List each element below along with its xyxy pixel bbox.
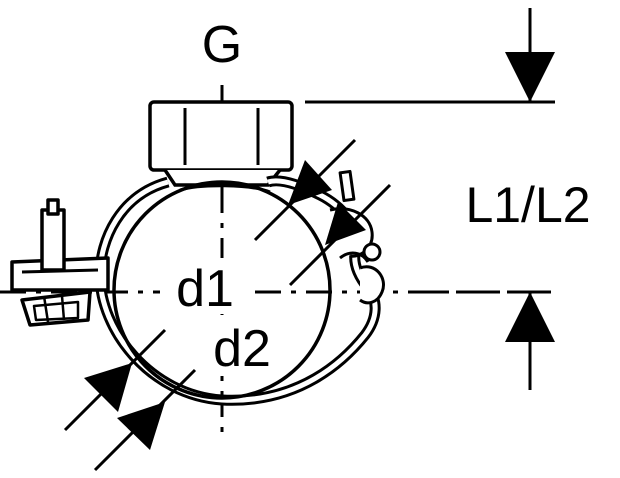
pipe-inner-circle xyxy=(112,180,332,400)
length-dimension xyxy=(305,8,555,390)
left-screw xyxy=(10,198,110,327)
top-arrow xyxy=(505,52,555,102)
bottom-arrow xyxy=(505,292,555,342)
length-label: L1/L2 xyxy=(465,177,590,233)
threaded-socket xyxy=(148,100,294,187)
inner-diameter-label: d1 xyxy=(176,260,234,318)
outer-diameter-label: d2 xyxy=(213,320,271,378)
thread-label: G xyxy=(202,16,242,74)
diagonal-dimension-arrows xyxy=(253,138,392,287)
diameter-arrows xyxy=(63,328,197,472)
